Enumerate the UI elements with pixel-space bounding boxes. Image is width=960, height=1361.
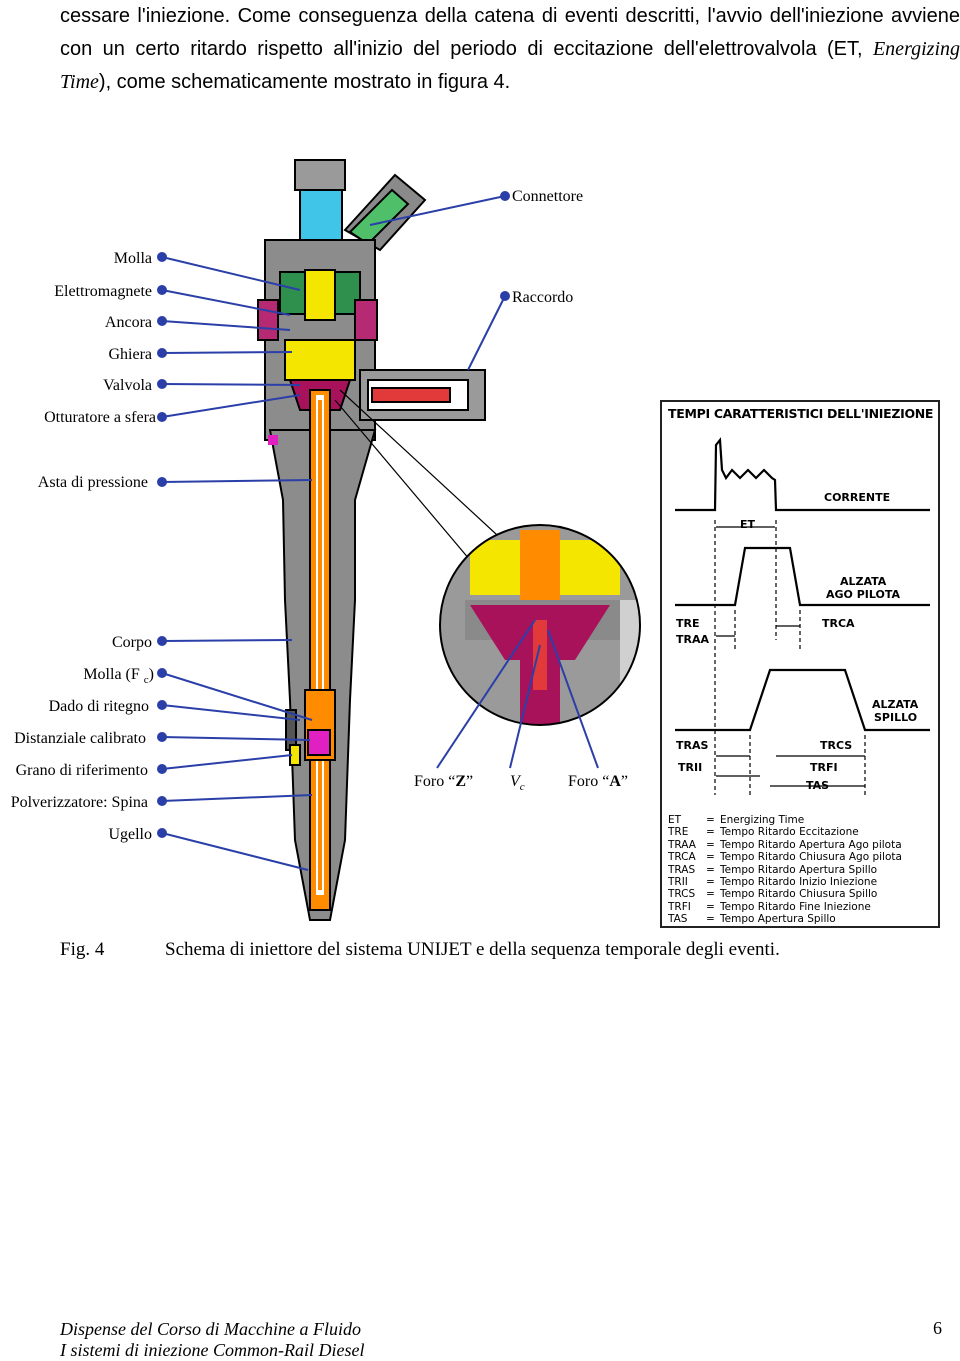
timing-legend: ET=Energizing Time TRE=Tempo Ritardo Ecc… bbox=[668, 814, 902, 926]
trace-label-trcs: TRCS bbox=[820, 739, 853, 752]
trace-label-corrente: CORRENTE bbox=[824, 491, 891, 504]
body-paragraph: cessare l'iniezione. Come conseguenza de… bbox=[60, 0, 960, 99]
legend-row: ET=Energizing Time bbox=[668, 814, 805, 826]
legend-row: TRAS=Tempo Ritardo Apertura Spillo bbox=[668, 863, 878, 876]
figure-number: Fig. 4 bbox=[60, 939, 105, 960]
legend-row: TRAA=Tempo Ritardo Apertura Ago pilota bbox=[668, 838, 902, 851]
footer-course: Dispense del Corso di Macchine a Fluido bbox=[60, 1319, 361, 1339]
legend-row: TRCS=Tempo Ritardo Chiusura Spillo bbox=[668, 888, 878, 901]
label-dado: Dado di ritegno bbox=[48, 698, 149, 715]
paragraph-line-1: cessare l'iniezione. Come conseguenza de… bbox=[60, 5, 960, 27]
label-grano: Grano di riferimento bbox=[15, 762, 148, 779]
trace-label-trii: TRII bbox=[678, 761, 703, 774]
label-elettromagnete: Elettromagnete bbox=[54, 283, 152, 300]
trace-label-et: ET bbox=[740, 518, 756, 531]
legend-row: TAS=Tempo Apertura Spillo bbox=[668, 913, 836, 926]
label-ghiera: Ghiera bbox=[108, 346, 152, 363]
trace-label-alzata-ago-1: ALZATA bbox=[840, 575, 887, 588]
label-otturatore: Otturatore a sfera bbox=[44, 409, 156, 426]
paragraph-line-2: con un certo ritardo rispetto all'inizio… bbox=[60, 38, 960, 60]
label-raccordo: Raccordo bbox=[512, 289, 574, 306]
label-corpo: Corpo bbox=[112, 634, 152, 651]
label-polverizzatore: Polverizzatore: Spina bbox=[10, 794, 148, 811]
timing-panel-title: TEMPI CARATTERISTICI DELL'INIEZIONE bbox=[668, 406, 934, 421]
legend-row: TRE=Tempo Ritardo Eccitazione bbox=[668, 826, 859, 839]
label-foro-z: Foro “Z” bbox=[414, 773, 474, 790]
label-ugello: Ugello bbox=[108, 826, 152, 843]
label-foro-a: Foro “A” bbox=[568, 773, 628, 790]
legend-row: TRII=Tempo Ritardo Inizio Iniezione bbox=[668, 876, 878, 889]
label-asta: Asta di pressione bbox=[37, 474, 148, 491]
label-connettore: Connettore bbox=[512, 188, 584, 205]
paragraph-line-3: Time), come schematicamente mostrato in … bbox=[60, 71, 511, 93]
trace-label-alzata-spillo-2: SPILLO bbox=[874, 711, 918, 724]
trace-label-trfi: TRFI bbox=[810, 761, 838, 774]
trace-label-tas: TAS bbox=[806, 779, 830, 792]
page-number: 6 bbox=[933, 1318, 942, 1338]
label-valvola: Valvola bbox=[103, 377, 152, 394]
trace-label-trca: TRCA bbox=[822, 617, 855, 630]
label-distanziale: Distanziale calibrato bbox=[14, 730, 146, 747]
legend-row: TRCA=Tempo Ritardo Chiusura Ago pilota bbox=[668, 851, 902, 864]
injector-body bbox=[257, 159, 486, 921]
trace-label-alzata-ago-2: AGO PILOTA bbox=[826, 588, 901, 601]
figure-caption: Schema di iniettore del sistema UNIJET e… bbox=[165, 939, 780, 960]
trace-label-tras: TRAS bbox=[676, 739, 709, 752]
detail-magnifier bbox=[439, 524, 641, 726]
label-molla: Molla bbox=[113, 250, 152, 267]
footer-topic: I sistemi di iniezione Common-Rail Diese… bbox=[60, 1340, 365, 1360]
leader-lines bbox=[157, 191, 599, 871]
trace-label-traa: TRAA bbox=[676, 633, 709, 646]
label-vc: Vc bbox=[510, 773, 525, 794]
trace-label-alzata-spillo-1: ALZATA bbox=[872, 698, 919, 711]
label-ancora: Ancora bbox=[104, 314, 152, 331]
label-molla-fc: Molla (F c) bbox=[83, 666, 154, 687]
trace-label-tre: TRE bbox=[676, 617, 700, 630]
legend-row: TRFI=Tempo Ritardo Fine Iniezione bbox=[668, 900, 871, 913]
